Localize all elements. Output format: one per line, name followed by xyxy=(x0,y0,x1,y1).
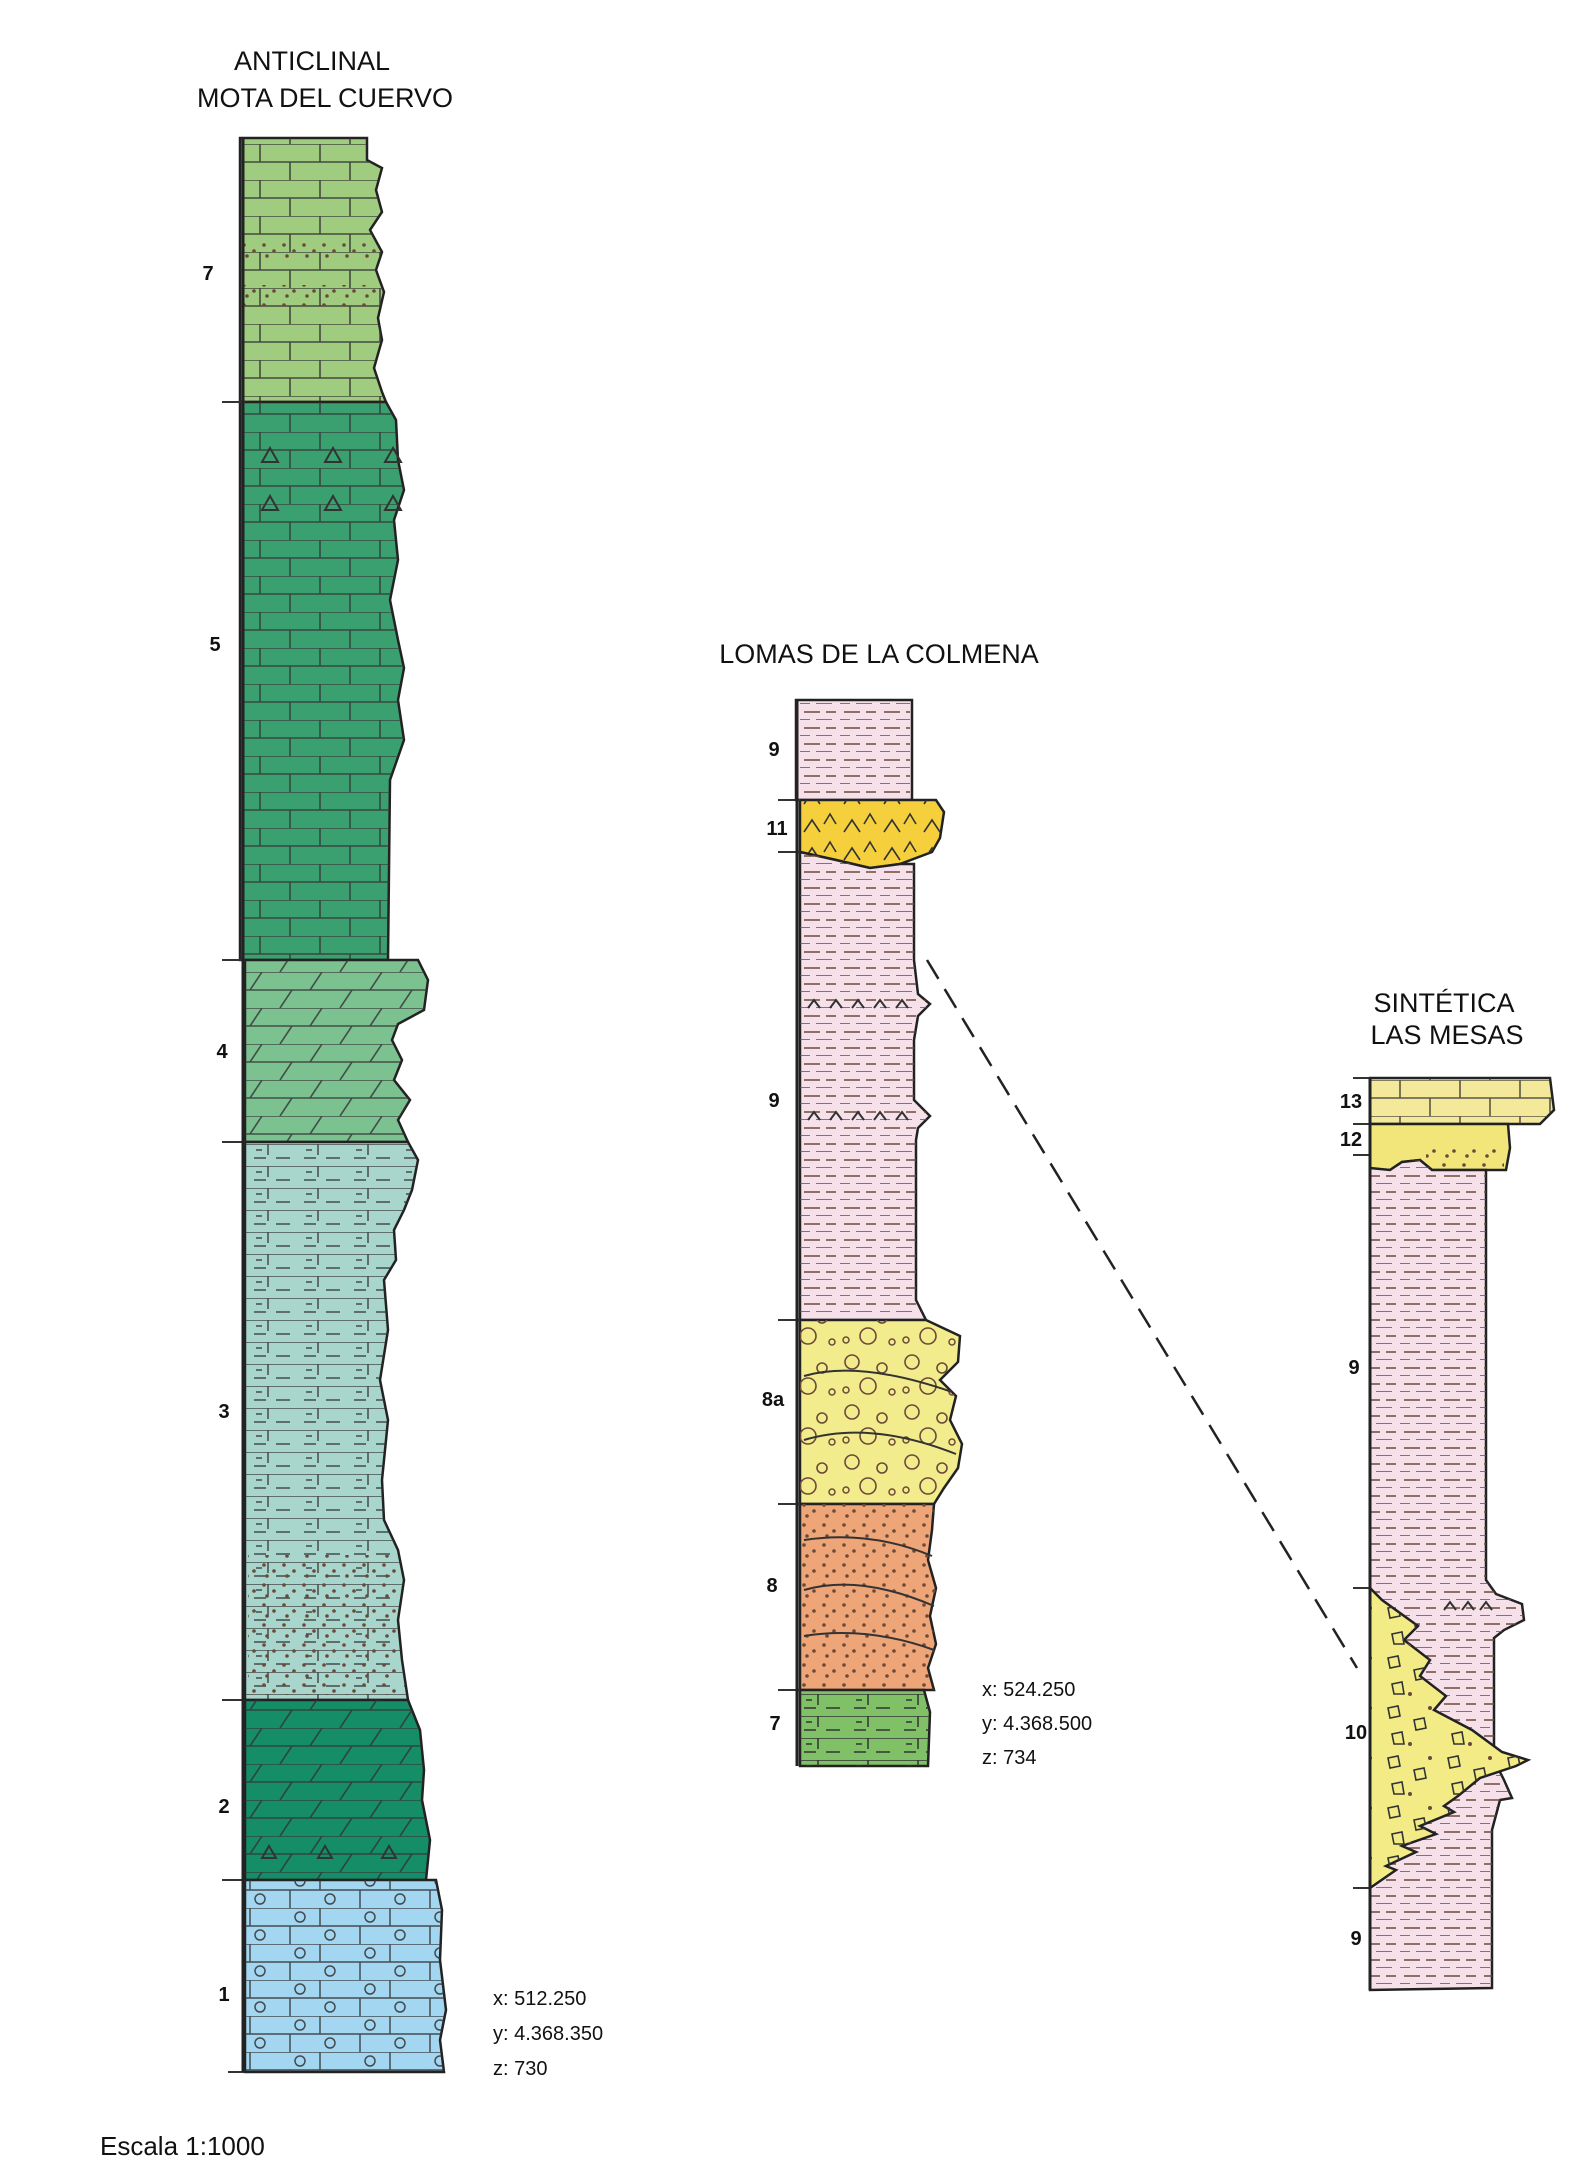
mesas-unit-label-13: 13 xyxy=(1340,1091,1362,1113)
scale-label: Escala 1:1000 xyxy=(100,2131,265,2161)
mesas-unit-label-12: 12 xyxy=(1340,1129,1362,1151)
lomas-unit-label-11: 11 xyxy=(766,818,787,840)
column-1-title-line-1: ANTICLINAL xyxy=(234,46,390,76)
lomas-unit-label-8a: 8a xyxy=(762,1389,785,1411)
mesas-unit-label-9-upper: 9 xyxy=(1348,1357,1359,1379)
column-1-title-line-2: MOTA DEL CUERVO xyxy=(197,83,453,113)
column-2-coord-z: z: 734 xyxy=(982,1747,1036,1769)
column-2-coord-y: y: 4.368.500 xyxy=(982,1713,1092,1735)
unit-label-5: 5 xyxy=(209,634,220,656)
column-sintetica-las-mesas: SINTÉTICA LAS MESAS 13 12 9 10 9 xyxy=(1340,988,1554,1990)
column-2-coord-x: x: 524.250 xyxy=(982,1679,1075,1701)
column-anticlinal-mota-del-cuervo: ANTICLINAL MOTA DEL CUERVO 7 5 4 3 xyxy=(197,46,603,2080)
column-1-coord-z: z: 730 xyxy=(493,2058,547,2080)
unit-label-2: 2 xyxy=(218,1796,229,1818)
correlation-dashed-line xyxy=(927,960,1357,1668)
unit-label-4: 4 xyxy=(216,1041,228,1063)
column-3-title-line-1: SINTÉTICA xyxy=(1373,988,1514,1018)
column-1-coord-y: y: 4.368.350 xyxy=(493,2023,603,2045)
lomas-unit-label-8: 8 xyxy=(766,1575,777,1597)
lomas-unit-label-9-top: 9 xyxy=(768,739,779,761)
column-lomas-de-la-colmena: LOMAS DE LA COLMENA 9 11 9 8a 8 7 x: 524… xyxy=(719,639,1092,1769)
column-2-title: LOMAS DE LA COLMENA xyxy=(719,639,1039,669)
mesas-unit-label-9-lower: 9 xyxy=(1350,1928,1361,1950)
mesas-unit-label-10: 10 xyxy=(1345,1722,1367,1744)
column-3-title-line-2: LAS MESAS xyxy=(1370,1020,1523,1050)
unit-label-7: 7 xyxy=(202,263,213,285)
lomas-unit-label-7: 7 xyxy=(769,1713,780,1735)
column-1-coord-x: x: 512.250 xyxy=(493,1988,586,2010)
unit-label-3: 3 xyxy=(218,1401,229,1423)
unit-label-1: 1 xyxy=(218,1984,229,2006)
lomas-unit-label-9-middle: 9 xyxy=(768,1090,779,1112)
